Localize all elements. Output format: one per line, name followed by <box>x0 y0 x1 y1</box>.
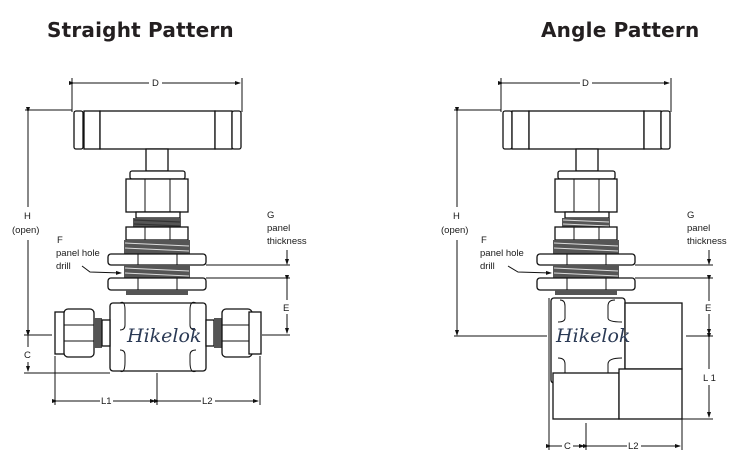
handle <box>73 110 242 172</box>
angle-dim-h-label: H <box>453 211 460 222</box>
dim-f-label: F <box>57 235 63 246</box>
dim-g-line1: panel <box>267 223 290 234</box>
angle-dim-f-line2: drill <box>480 261 495 272</box>
dim-g-label: G <box>267 210 274 221</box>
dim-e-label: E <box>283 303 289 314</box>
angle-dim-f-label: F <box>481 235 487 246</box>
angle-dim-f-line1: panel hole <box>480 248 524 259</box>
dim-c-label: C <box>24 350 31 361</box>
angle-dim-d-label: D <box>582 78 589 89</box>
dim-f-line2: drill <box>56 261 71 272</box>
dim-d-label: D <box>152 78 159 89</box>
angle-dim-h-sub-label: (open) <box>441 225 468 236</box>
angle-pattern-title: Angle Pattern <box>541 18 700 42</box>
angle-dim-l1-label: L 1 <box>703 373 716 384</box>
angle-brand-logo: Hikelok <box>555 325 630 347</box>
straight-pattern-drawing: D <box>12 78 307 407</box>
angle-dim-l2-label: L2 <box>628 441 639 452</box>
dim-g-line2: thickness <box>267 236 307 247</box>
straight-pattern-title: Straight Pattern <box>47 18 234 42</box>
upper-threads <box>133 218 181 227</box>
brand-logo: Hikelok <box>126 325 201 347</box>
angle-dim-g-line1: panel <box>687 223 710 234</box>
angle-dim-g-line2: thickness <box>687 236 727 247</box>
dim-l2-label: L2 <box>202 396 213 407</box>
dim-h-sub-label: (open) <box>12 225 39 236</box>
angle-pattern-drawing: D <box>441 78 727 452</box>
angle-handle <box>502 110 671 172</box>
angle-dim-g-label: G <box>687 210 694 221</box>
dim-h-label: H <box>24 211 31 222</box>
dim-f-line1: panel hole <box>56 248 100 259</box>
dim-l1-label: L1 <box>101 396 112 407</box>
angle-dim-e-label: E <box>705 303 711 314</box>
angle-valve-body <box>550 297 683 420</box>
angle-dim-c-label: C <box>564 441 571 452</box>
